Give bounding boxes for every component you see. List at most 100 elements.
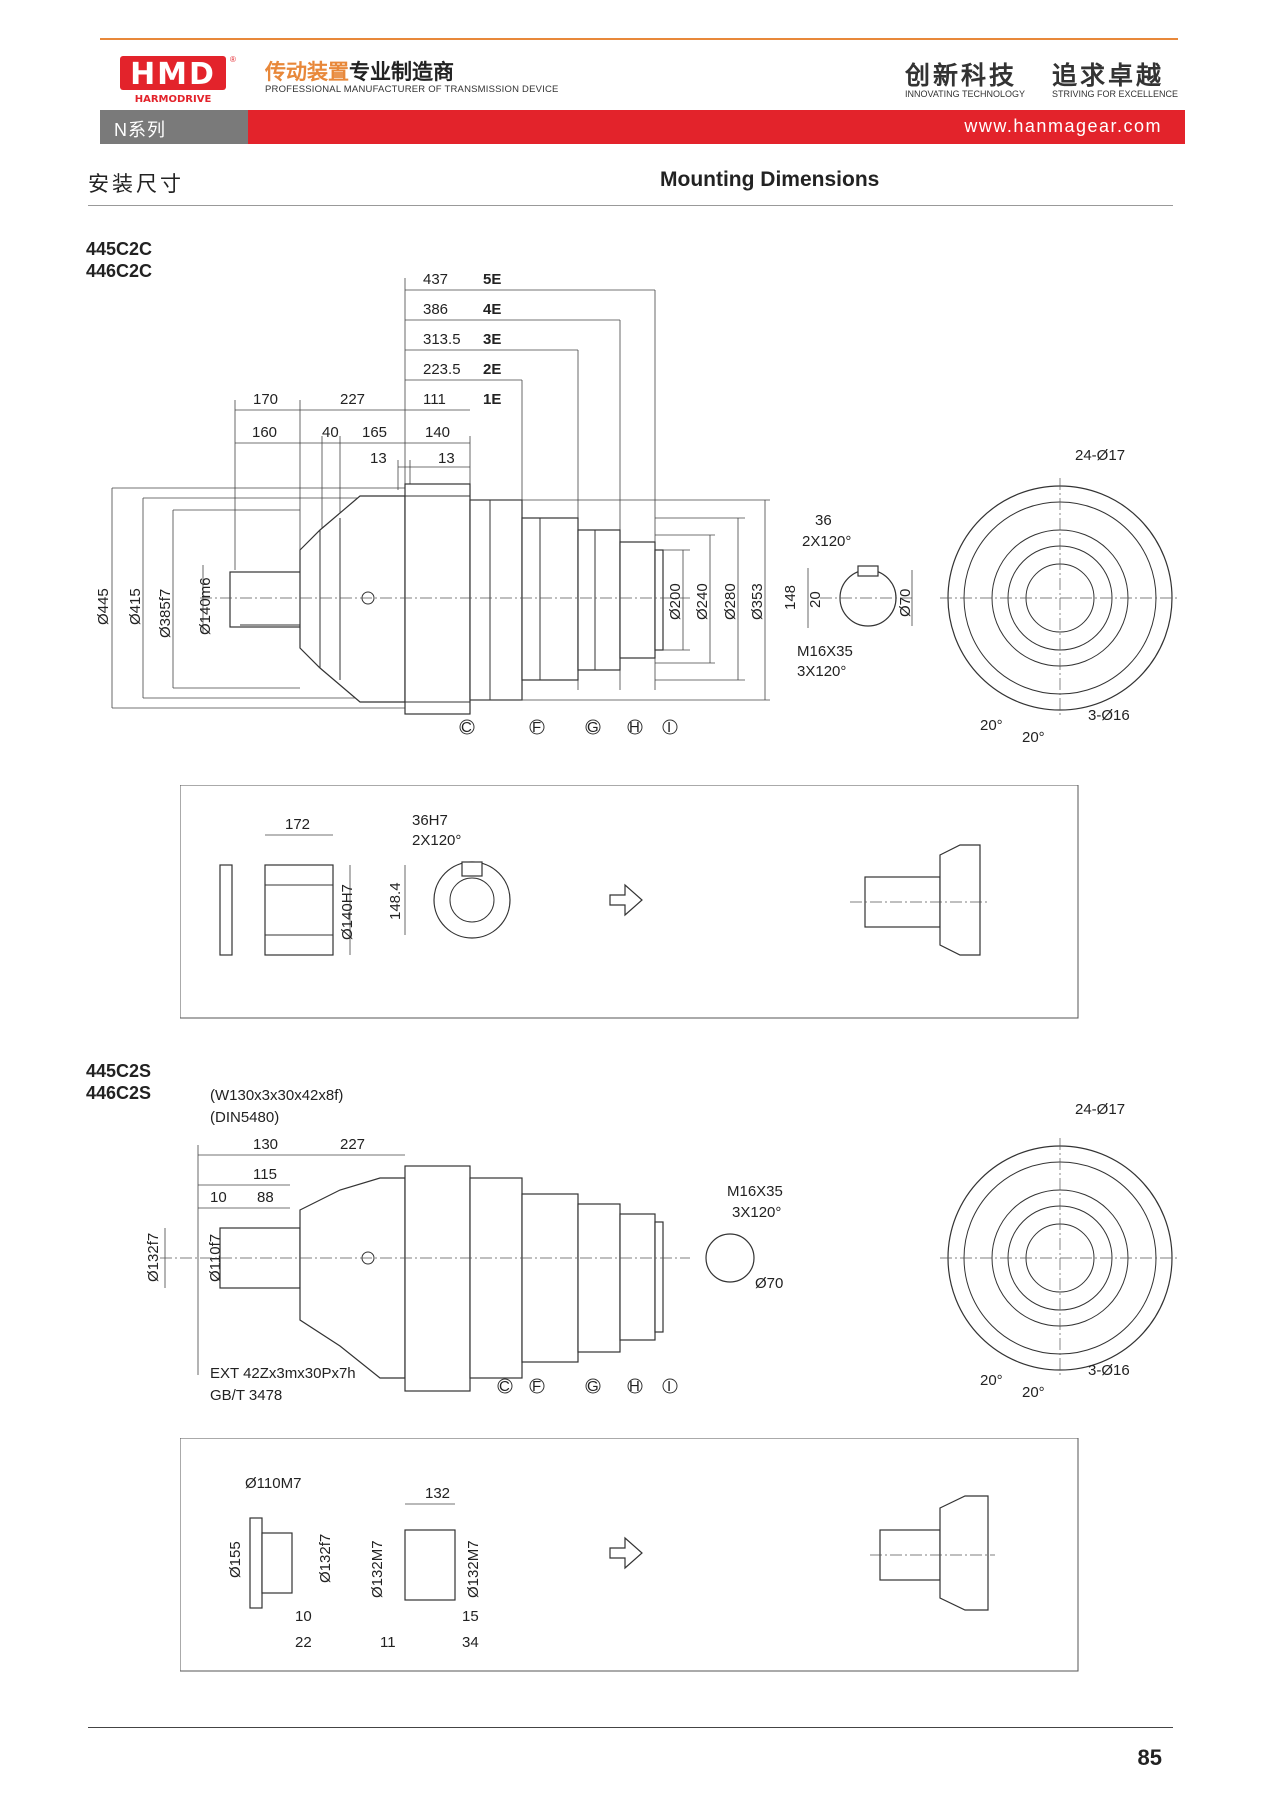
svg-text:20°: 20° [980,1372,1003,1389]
svg-text:15: 15 [462,1608,479,1625]
svg-text:C: C [461,719,472,736]
svg-text:H: H [629,1378,640,1395]
svg-text:Ø140H7: Ø140H7 [339,884,356,940]
box-hollow-shaft-option: 172 Ø140H7 36H7 2X120° 148.4 [180,785,1079,1019]
position-markers: C F G H I [497,1378,678,1395]
section-title-en: Mounting Dimensions [660,168,880,191]
company-name-cn: 传动装置专业制造商 [265,56,454,86]
section-divider [88,205,1173,206]
svg-text:Ø132f7: Ø132f7 [317,1534,334,1583]
svg-text:I: I [667,1378,671,1395]
logo-text: HMD [130,57,216,92]
svg-text:F: F [532,719,541,736]
output-end-view: 36 2X120° 148 20 Ø70 M16X35 3X120° [782,512,915,680]
svg-text:11: 11 [380,1634,396,1651]
svg-text:M16X35: M16X35 [797,643,853,660]
gearbox-side-view [200,483,690,715]
model-label: 446C2C [86,261,153,281]
svg-text:Ø132f7: Ø132f7 [145,1233,162,1282]
company-logo: HMD HARMODRIVE ® [120,55,236,105]
series-label: N系列 [114,120,166,140]
svg-text:C: C [499,1378,510,1395]
stage-value: 437 [423,271,448,288]
svg-text:Ø132M7: Ø132M7 [465,1540,482,1598]
ext-spline-spec: EXT 42Zx3mx30Px7h [210,1365,356,1382]
stage-value: 386 [423,301,448,318]
section-title-cn: 安装尺寸 [88,173,184,196]
stage-value: 223.5 [423,361,461,378]
svg-text:Ø70: Ø70 [897,589,914,617]
svg-text:Ø415: Ø415 [127,588,144,625]
stage-label: 4E [483,301,501,318]
svg-text:I: I [667,719,671,736]
svg-text:Ø200: Ø200 [667,583,684,620]
model-label: 445C2C [86,239,153,259]
svg-text:3-Ø16: 3-Ø16 [1088,1362,1130,1379]
svg-text:3X120°: 3X120° [732,1204,781,1221]
position-markers: C F G H I [459,719,678,736]
drawing-445c2c: 437 5E 386 4E 313.5 3E 223.5 2E 111 1E 1… [95,271,1180,746]
svg-text:Ø155: Ø155 [227,1541,244,1578]
stage-label: 2E [483,361,501,378]
header-red-bar [248,110,1185,144]
svg-text:Ø240: Ø240 [694,583,711,620]
svg-text:13: 13 [438,450,455,467]
slogan-left: 创新科技 [905,61,1018,90]
svg-text:40: 40 [322,424,339,441]
website-link[interactable]: www.hanmagear.com [964,116,1162,136]
svg-text:10: 10 [210,1189,227,1206]
svg-text:140: 140 [425,424,450,441]
gearbox-side-view [160,1165,690,1392]
company-name-en: PROFESSIONAL MANUFACTURER OF TRANSMISSIO… [265,84,559,95]
svg-text:M16X35: M16X35 [727,1183,783,1200]
svg-text:227: 227 [340,1136,365,1153]
ext-spline-standard: GB/T 3478 [210,1387,282,1404]
stage-label: 1E [483,391,501,408]
flange-end-view: 24-Ø17 3-Ø16 20° 20° [940,1101,1180,1401]
svg-text:24-Ø17: 24-Ø17 [1075,1101,1125,1118]
svg-text:Ø132M7: Ø132M7 [369,1540,386,1598]
svg-text:Ø70: Ø70 [755,1275,783,1292]
slogan-right: 追求卓越 [1052,61,1165,90]
svg-text:2X120°: 2X120° [412,832,461,849]
svg-text:Ø353: Ø353 [749,583,766,620]
logo-subtext: HARMODRIVE [135,94,212,105]
spline-spec: (W130x3x30x42x8f) [210,1087,343,1104]
svg-text:Ø385f7: Ø385f7 [157,589,174,638]
page-number: 85 [1137,1745,1162,1770]
slogan-left-en: INNOVATING TECHNOLOGY [905,89,1026,99]
svg-text:10: 10 [295,1608,312,1625]
svg-text:20: 20 [807,591,824,608]
svg-text:227: 227 [340,391,365,408]
svg-text:130: 130 [253,1136,278,1153]
model-label: 445C2S [86,1061,152,1081]
svg-text:20°: 20° [1022,1384,1045,1401]
svg-text:3X120°: 3X120° [797,663,846,680]
model-label: 446C2S [86,1083,152,1103]
svg-text:160: 160 [252,424,277,441]
svg-text:22: 22 [295,1634,312,1651]
stage-label: 5E [483,271,501,288]
svg-text:G: G [587,719,599,736]
svg-text:20°: 20° [1022,729,1045,746]
box-spline-shaft-option: Ø110M7 Ø155 Ø132f7 10 22 132 Ø132M7 Ø132… [180,1438,1079,1672]
company-name-prefix: 传动装置 [265,61,349,84]
stage-value: 313.5 [423,331,461,348]
svg-text:115: 115 [253,1166,277,1183]
svg-text:G: G [587,1378,599,1395]
svg-text:148.4: 148.4 [387,882,404,920]
svg-text:20°: 20° [980,717,1003,734]
spline-standard: (DIN5480) [210,1109,279,1126]
svg-text:172: 172 [285,816,310,833]
svg-text:170: 170 [253,391,278,408]
svg-text:132: 132 [425,1485,450,1502]
svg-text:13: 13 [370,450,387,467]
company-name-suffix: 专业制造商 [349,61,454,84]
svg-text:3-Ø16: 3-Ø16 [1088,707,1130,724]
right-dimensions: Ø200 Ø240 Ø280 Ø353 [470,499,770,701]
stage-value: 111 [423,391,446,408]
series-bar [100,110,248,144]
svg-text:34: 34 [462,1634,479,1651]
header-top-line [100,38,1178,40]
drawing-445c2s: (W130x3x30x42x8f) (DIN5480) 130 227 115 … [145,1087,1180,1404]
